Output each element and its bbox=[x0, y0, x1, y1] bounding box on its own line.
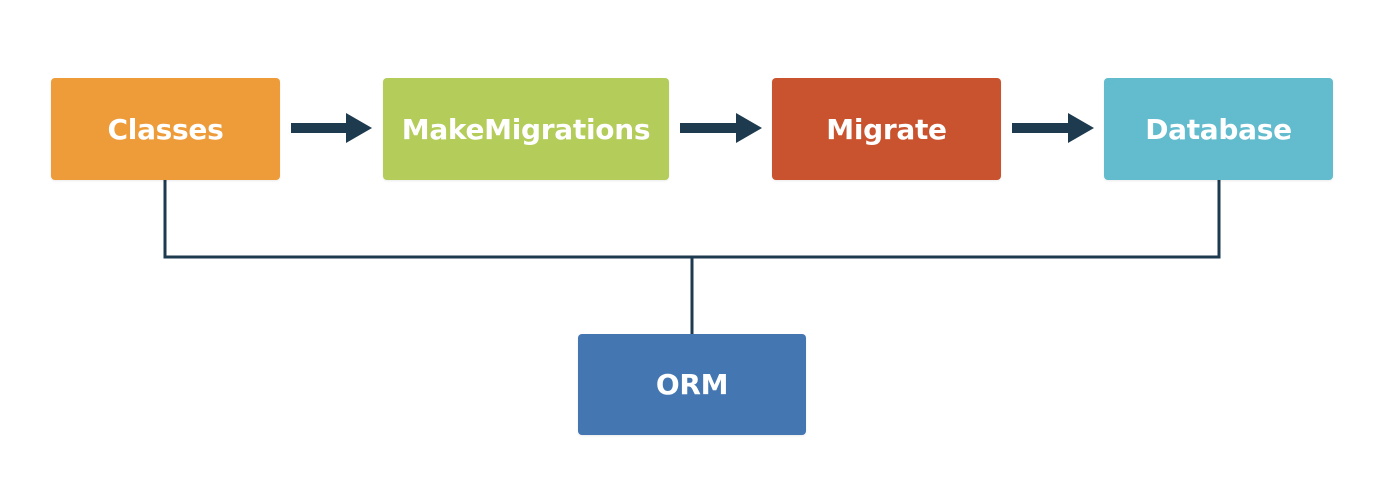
arrow-head bbox=[346, 113, 372, 143]
arrow-head bbox=[1068, 113, 1094, 143]
node-database: Database bbox=[1104, 78, 1333, 180]
node-label: Database bbox=[1145, 112, 1292, 146]
node-orm: ORM bbox=[578, 334, 806, 435]
node-classes: Classes bbox=[51, 78, 280, 180]
arrow-head bbox=[736, 113, 762, 143]
arrow-classes-to-makemigrations bbox=[291, 113, 372, 143]
node-makemigrations: MakeMigrations bbox=[383, 78, 669, 180]
arrow-migrate-to-database bbox=[1012, 113, 1094, 143]
node-label: Classes bbox=[107, 112, 224, 146]
node-migrate: Migrate bbox=[772, 78, 1001, 180]
orm-bracket bbox=[163, 180, 1221, 334]
arrow-makemigrations-to-migrate bbox=[680, 113, 762, 143]
node-label: MakeMigrations bbox=[401, 112, 651, 146]
node-label: ORM bbox=[655, 368, 729, 401]
node-label: Migrate bbox=[826, 112, 947, 146]
bracket-line bbox=[163, 180, 1221, 259]
